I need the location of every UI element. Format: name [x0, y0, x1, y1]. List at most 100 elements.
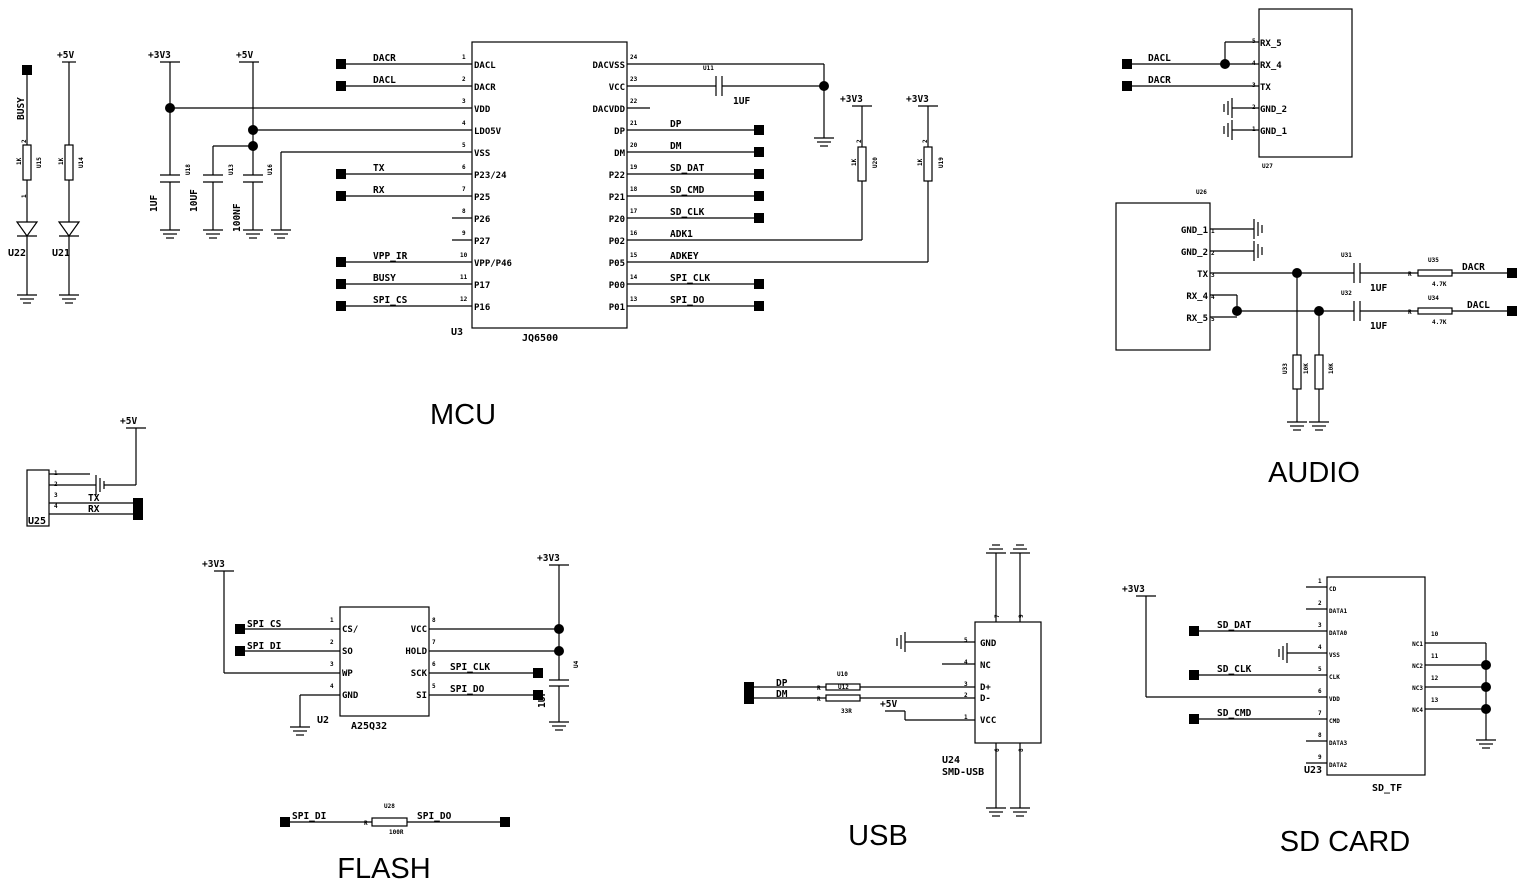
svg-text:U23: U23	[1304, 765, 1322, 776]
svg-text:2: 2	[922, 139, 929, 143]
svg-text:22: 22	[630, 98, 638, 105]
power-label-3v3: +3V3	[537, 553, 560, 564]
svg-text:P20: P20	[609, 215, 625, 225]
audio-jack-u26-body	[1115, 202, 1211, 351]
svg-text:GND: GND	[980, 639, 997, 649]
cap-10uf-label: 10UF	[189, 189, 200, 212]
svg-text:A25Q32: A25Q32	[351, 721, 387, 732]
svg-text:U15: U15	[36, 157, 43, 168]
svg-text:VSS: VSS	[1329, 652, 1340, 659]
svg-text:DACVSS: DACVSS	[592, 61, 625, 71]
svg-text:2: 2	[21, 139, 28, 143]
uart-connector-marker	[133, 498, 143, 520]
svg-text:P16: P16	[474, 303, 490, 313]
svg-text:WP: WP	[342, 669, 353, 679]
svg-text:R: R	[1408, 271, 1412, 278]
svg-text:CD: CD	[1329, 586, 1337, 593]
junction-dot	[1481, 682, 1491, 692]
section-title-sdcard: SD CARD	[1280, 826, 1411, 858]
svg-text:10K: 10K	[1303, 363, 1310, 374]
svg-text:CS/: CS/	[342, 625, 358, 635]
svg-text:RX_4: RX_4	[1186, 292, 1208, 302]
mcu-chip-body	[471, 41, 628, 329]
svg-text:10: 10	[460, 252, 468, 259]
svg-text:BUSY: BUSY	[373, 273, 396, 284]
svg-text:6: 6	[994, 748, 1001, 752]
ground-icon	[1010, 544, 1030, 554]
svg-text:U35: U35	[1428, 257, 1439, 264]
svg-text:R: R	[817, 696, 821, 703]
svg-text:SPI_DO: SPI_DO	[670, 295, 705, 306]
svg-text:SPI_CS: SPI_CS	[247, 619, 282, 630]
svg-text:VCC: VCC	[980, 716, 996, 726]
svg-text:1: 1	[1211, 228, 1215, 235]
power-label-5v: +5V	[57, 50, 74, 61]
svg-text:TX: TX	[1260, 83, 1271, 93]
svg-text:4: 4	[54, 503, 58, 510]
svg-text:U31: U31	[1341, 252, 1352, 259]
mcu-part: JQ6500	[522, 333, 558, 344]
svg-text:11: 11	[1431, 653, 1439, 660]
svg-text:DM: DM	[776, 689, 788, 700]
svg-text:SMD-USB: SMD-USB	[942, 767, 984, 778]
svg-text:P01: P01	[609, 303, 625, 313]
svg-text:SPI_DI: SPI_DI	[292, 811, 326, 822]
junction-dot	[248, 125, 258, 135]
svg-text:U12: U12	[838, 684, 849, 691]
svg-text:1UF: 1UF	[1370, 283, 1387, 294]
svg-text:3: 3	[54, 492, 58, 499]
svg-text:13: 13	[630, 296, 638, 303]
svg-text:DATA3: DATA3	[1329, 740, 1347, 747]
svg-text:VPP_IR: VPP_IR	[373, 251, 408, 262]
svg-text:7: 7	[1318, 710, 1322, 717]
svg-text:DATA1: DATA1	[1329, 608, 1347, 615]
svg-text:10: 10	[1431, 631, 1439, 638]
svg-text:8: 8	[1318, 732, 1322, 739]
power-label-3v3: +3V3	[202, 559, 225, 570]
svg-text:SPI_CLK: SPI_CLK	[670, 273, 710, 284]
ground-icon	[986, 807, 1006, 817]
svg-text:8: 8	[1018, 748, 1025, 752]
header-u25-body	[26, 469, 50, 527]
svg-text:RX_5: RX_5	[1186, 314, 1208, 324]
svg-text:6: 6	[1318, 688, 1322, 695]
svg-text:U2: U2	[317, 715, 329, 726]
svg-text:8: 8	[432, 617, 436, 624]
power-label-3v3: +3V3	[840, 94, 863, 105]
cap-1uf-label: 1UF	[733, 96, 750, 107]
ground-icon	[95, 475, 105, 495]
svg-text:NC2: NC2	[1412, 663, 1423, 670]
usb-data-connector-marker	[744, 682, 754, 704]
svg-text:20: 20	[630, 142, 638, 149]
ground-icon	[986, 544, 1006, 554]
svg-text:U20: U20	[872, 157, 879, 168]
sd-socket-body	[1326, 576, 1426, 776]
svg-text:23: 23	[630, 76, 638, 83]
svg-text:U25: U25	[28, 516, 46, 527]
ground-icon	[1287, 421, 1307, 431]
svg-text:R: R	[817, 685, 821, 692]
svg-text:DP: DP	[776, 678, 788, 689]
svg-text:SPI_DO: SPI_DO	[417, 811, 452, 822]
svg-text:18: 18	[630, 186, 638, 193]
svg-text:NC: NC	[980, 661, 991, 671]
svg-text:NC4: NC4	[1412, 707, 1423, 714]
flash-chip-body	[339, 606, 430, 717]
svg-text:D+: D+	[980, 683, 991, 693]
ground-icon	[59, 294, 79, 304]
svg-text:4.7K: 4.7K	[1432, 281, 1447, 288]
uart-header: 1 2 3 4 U25 +5V TX RX	[26, 416, 146, 527]
svg-text:7: 7	[432, 639, 436, 646]
mcu-right-nets: U11 1UF DP DM SD_DAT SD_CMD SD_CLK ADK1 …	[627, 63, 945, 311]
mcu-ref: U3	[451, 327, 463, 338]
svg-text:9: 9	[1018, 614, 1025, 618]
svg-text:U13: U13	[228, 164, 235, 175]
svg-text:SD_DAT: SD_DAT	[1217, 620, 1252, 631]
svg-text:DM: DM	[670, 141, 682, 152]
svg-text:VSS: VSS	[474, 149, 490, 159]
ground-icon	[1476, 739, 1496, 749]
svg-text:SI: SI	[416, 691, 427, 701]
svg-text:12: 12	[460, 296, 468, 303]
svg-text:1K: 1K	[16, 157, 23, 165]
svg-text:7: 7	[994, 614, 1001, 618]
